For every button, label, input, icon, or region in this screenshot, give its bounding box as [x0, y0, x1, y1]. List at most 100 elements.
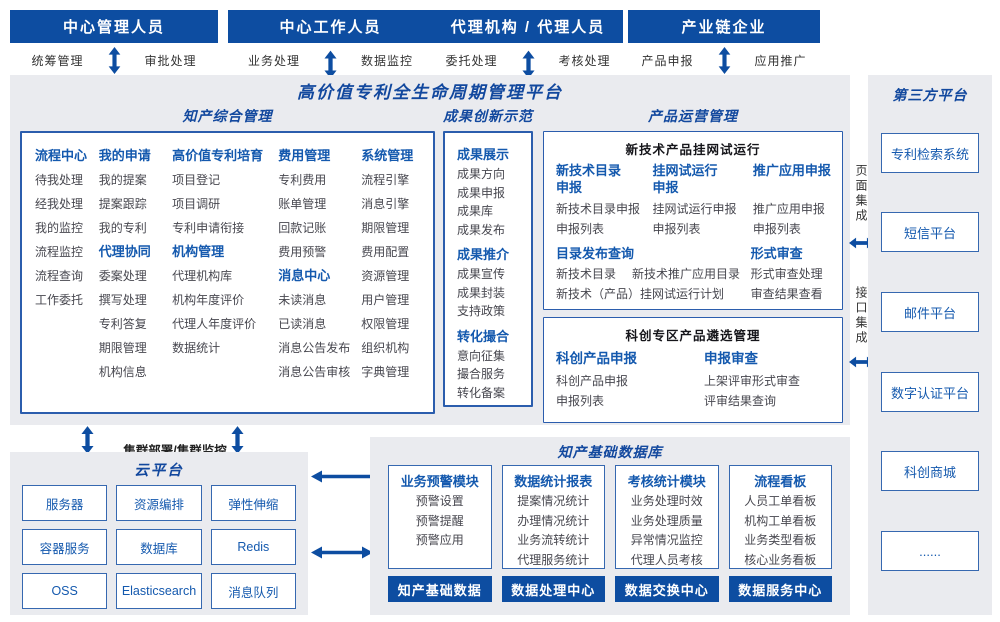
menu-item: 审查结果查看 — [750, 286, 823, 301]
module-header: 流程看板 — [754, 474, 807, 489]
group-header: 流程中心 — [35, 148, 88, 163]
module-footer-bar: 数据服务中心 — [728, 576, 832, 602]
cloud-service-box: 弹性伸缩 — [210, 485, 296, 521]
section-title-third-party: 第三方平台 — [892, 87, 968, 103]
new-tech-trial-box: 新技术产品挂网试运行 新技术目录申报 新技术目录申报申报列表 挂网试运行申报 挂… — [543, 131, 843, 310]
menu-item: 成果宣传 — [457, 267, 506, 281]
capability-label: 统筹管理 — [31, 53, 84, 68]
menu-item: 评审结果查询 — [704, 393, 777, 408]
menu-item: 形式审查处理 — [750, 267, 823, 281]
item-list: 形式审查处理审查结果查看 — [751, 265, 834, 304]
platform-title: 高价值专利全生命周期管理平台 — [297, 83, 563, 102]
item-list: 科创产品申报申报列表 — [556, 372, 704, 411]
menu-item: 新技术（产品）挂网试运行计划 — [556, 286, 725, 301]
menu-item: 委案处理 — [98, 269, 147, 283]
cloud-service-box: OSS — [22, 573, 108, 609]
horizontal-double-arrow-icon — [849, 237, 874, 249]
menu-item: 科创产品申报 — [556, 374, 629, 388]
menu-item: 专利答复 — [98, 317, 147, 331]
menu-item: 机构工单看板 — [744, 513, 817, 528]
cloud-service-box: 容器服务 — [22, 529, 108, 565]
menu-item: 预警应用 — [415, 533, 464, 547]
menu-item: 项目调研 — [172, 197, 221, 211]
menu-item: 成果申报 — [457, 185, 506, 200]
menu-item: 成果库 — [457, 204, 494, 218]
menu-item: 字典管理 — [361, 365, 410, 379]
menu-column: 系统管理流程引擎消息引擎期限管理费用配置资源管理用户管理权限管理组织机构字典管理 — [361, 144, 423, 412]
module-footer-bar: 数据处理中心 — [501, 576, 605, 602]
group-header: 系统管理 — [361, 148, 414, 163]
role-capabilities: 业务处理 数据监控 — [228, 46, 433, 78]
menu-item: 消息公告发布 — [278, 341, 351, 355]
third-party-box: 专利检索系统 — [881, 133, 979, 173]
menu-item: 消息引擎 — [361, 197, 410, 211]
menu-item: 转化备案 — [457, 385, 506, 400]
capability-label: 委托处理 — [445, 53, 498, 68]
group-header: 新技术目录申报 — [556, 163, 622, 195]
vertical-double-arrow-icon — [231, 426, 244, 454]
menu-item: 项目登记 — [172, 173, 221, 187]
item-list: 预警设置预警提醒预警应用 — [389, 492, 491, 551]
menu-item: 新技术目录 — [556, 267, 617, 281]
menu-item: 工作委托 — [35, 293, 84, 307]
db-module: 考核统计模块 业务处理时效业务处理质量异常情况监控代理人员考核 数据交换中心 — [615, 465, 719, 602]
integration-label-page: 页面集成 — [854, 164, 868, 224]
menu-item: 费用配置 — [361, 245, 410, 259]
menu-item: 我的专利 — [98, 221, 147, 235]
menu-item: 账单管理 — [278, 197, 327, 211]
section-title-database: 知产基础数据库 — [557, 444, 663, 460]
module-box: 业务预警模块 预警设置预警提醒预警应用 — [388, 465, 492, 569]
menu-item: 预警设置 — [415, 494, 464, 508]
menu-item: 期限管理 — [98, 341, 147, 355]
item-list: 新技术目录新技术推广应用目录新技术（产品）挂网试运行计划 — [556, 265, 751, 304]
group-header: 消息中心 — [278, 268, 331, 283]
menu-item: 流程查询 — [35, 269, 84, 283]
module-box: 数据统计报表 提案情况统计办理情况统计业务流转统计代理服务统计 — [501, 465, 605, 569]
group-header: 代理协同 — [98, 244, 151, 259]
cloud-service-box: 资源编排 — [116, 485, 202, 521]
catalog-publish-query: 目录发布查询 新技术目录新技术推广应用目录新技术（产品）挂网试运行计划 — [556, 245, 751, 304]
menu-item: 成果方向 — [457, 167, 506, 181]
menu-item: 代理服务统计 — [517, 552, 590, 567]
menu-item: 机构信息 — [98, 365, 147, 379]
horizontal-double-arrow-icon — [849, 356, 874, 368]
menu-item: 回款记账 — [278, 221, 327, 235]
group-header: 目录发布查询 — [556, 246, 635, 261]
menu-item: 权限管理 — [361, 317, 410, 331]
item-list: 新技术目录申报申报列表 — [556, 200, 653, 239]
menu-item: 流程引擎 — [361, 173, 410, 187]
group-header: 机构管理 — [172, 244, 225, 259]
menu-item: 支持政策 — [457, 304, 506, 318]
role-capabilities: 产品申报 应用推广 — [628, 46, 820, 74]
menu-item: 流程监控 — [35, 245, 84, 259]
menu-item: 专利申请衔接 — [172, 221, 245, 235]
menu-item: 业务处理时效 — [630, 494, 703, 508]
module-footer-bar: 知产基础数据 — [388, 576, 492, 602]
item-list: 推广应用申报申报列表 — [753, 200, 834, 239]
group-header: 形式审查 — [750, 246, 803, 261]
menu-item: 费用预警 — [278, 245, 327, 259]
item-list: 人员工单看板机构工单看板业务类型看板核心业务看板 — [730, 492, 832, 570]
third-party-box: ...... — [881, 531, 979, 571]
achievement-demo-box: 成果展示成果方向成果申报成果库成果发布成果推介成果宣传成果封装支持政策转化撮合意… — [443, 131, 533, 407]
menu-column: 费用管理专利费用账单管理回款记账费用预警消息中心未读消息已读消息消息公告发布消息… — [278, 144, 361, 412]
capability-label: 审批处理 — [144, 53, 197, 68]
menu-item: 代理人员考核 — [630, 552, 703, 567]
section-title-product-operation: 产品运营管理 — [648, 108, 738, 124]
menu-item: 申报列表 — [556, 221, 605, 236]
menu-item: 意向征集 — [457, 348, 506, 363]
subbox-title: 科创专区产品遴选管理 — [625, 329, 761, 343]
integration-label-interface: 接口集成 — [854, 286, 868, 346]
menu-column: 我的申请我的提案提案跟踪我的专利代理协同委案处理撰写处理专利答复期限管理机构信息 — [99, 144, 172, 412]
third-party-box: 数字认证平台 — [881, 372, 979, 412]
menu-column: 推广应用申报 推广应用申报申报列表 — [753, 162, 834, 239]
menu-column: 挂网试运行申报 挂网试运行申报申报列表 — [653, 162, 753, 239]
menu-item: 核心业务看板 — [744, 552, 817, 567]
group-header: 申报审查 — [704, 351, 758, 366]
menu-item: 我的监控 — [35, 221, 84, 235]
module-header: 数据统计报表 — [514, 474, 593, 489]
cloud-service-box: 数据库 — [116, 529, 202, 565]
menu-item: 成果封装 — [457, 285, 506, 300]
